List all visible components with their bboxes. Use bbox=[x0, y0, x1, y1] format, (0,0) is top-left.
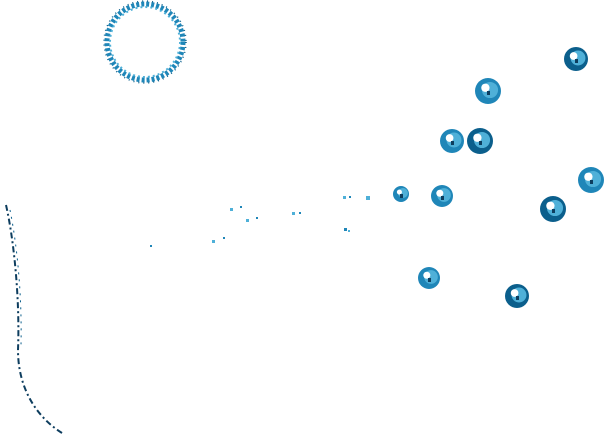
particle-13 bbox=[344, 228, 347, 231]
particle-5 bbox=[240, 206, 242, 208]
arena-boundary-arc bbox=[5, 204, 63, 434]
bubble-5 bbox=[578, 167, 604, 193]
bubble-8 bbox=[393, 186, 409, 202]
particle-2 bbox=[212, 240, 215, 243]
particle-8 bbox=[292, 212, 295, 215]
particle-1 bbox=[150, 245, 152, 247]
spawn-ring-icon bbox=[103, 0, 187, 84]
bubble-3 bbox=[440, 129, 464, 153]
particle-3 bbox=[223, 237, 225, 239]
particle-7 bbox=[256, 217, 258, 219]
bubble-7 bbox=[540, 196, 566, 222]
bubble-10 bbox=[505, 284, 529, 308]
bubble-field bbox=[393, 47, 604, 308]
bubble-9 bbox=[418, 267, 440, 289]
bubble-6 bbox=[431, 185, 453, 207]
particle-trail bbox=[150, 196, 370, 247]
bubble-2 bbox=[475, 78, 501, 104]
particle-10 bbox=[343, 196, 346, 199]
particle-6 bbox=[246, 219, 249, 222]
particle-9 bbox=[299, 212, 301, 214]
particle-4 bbox=[230, 208, 233, 211]
particle-14 bbox=[348, 230, 350, 232]
bubble-1 bbox=[564, 47, 588, 71]
particle-12 bbox=[366, 196, 370, 200]
particle-11 bbox=[349, 196, 351, 198]
bubble-4 bbox=[467, 128, 493, 154]
